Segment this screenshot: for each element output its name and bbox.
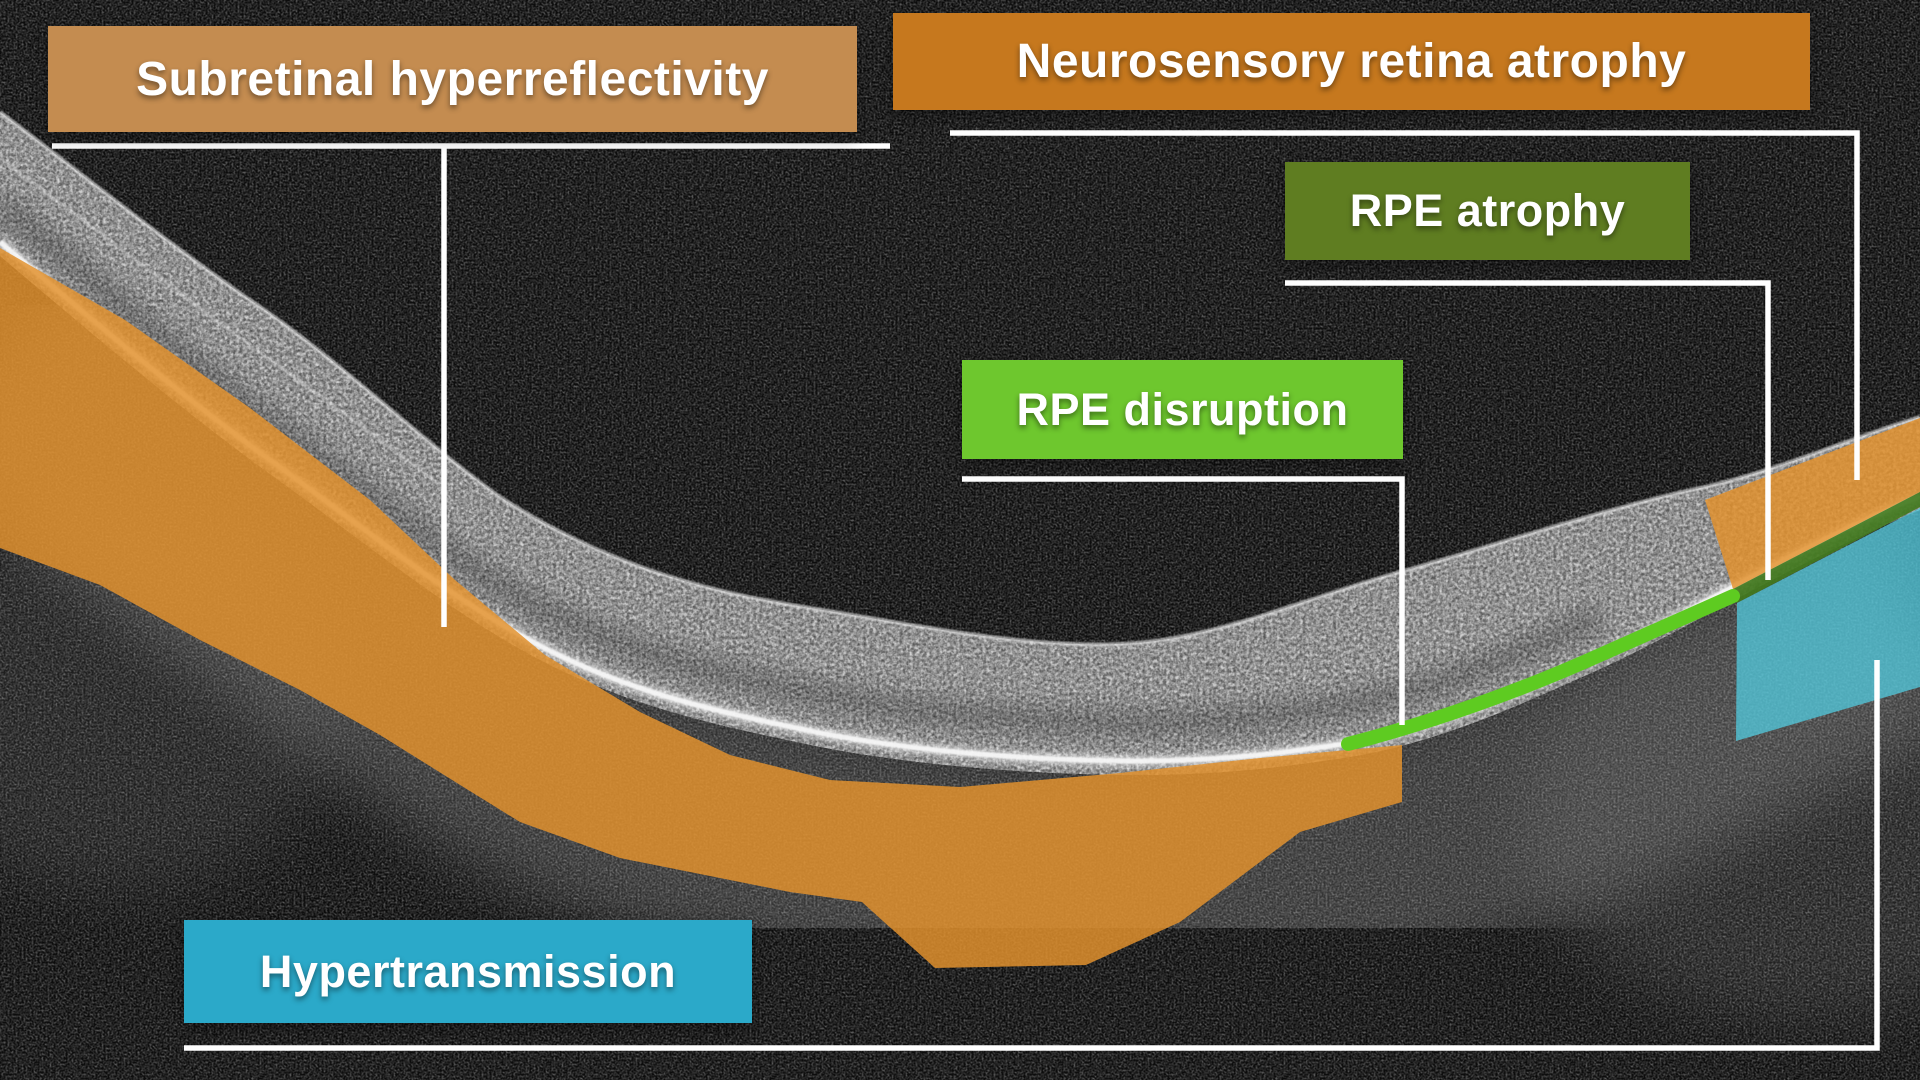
subretinal-hyperreflectivity-label: Subretinal hyperreflectivity [48, 26, 857, 132]
subretinal-hyperreflectivity-overlay [0, 248, 1402, 968]
hypertransmission-pointer-line [184, 660, 1880, 1051]
rpe-disruption-line-overlay [1341, 589, 1740, 751]
hypertransmission-label-text: Hypertransmission [259, 945, 677, 997]
rpe-atrophy-label: RPE atrophy [1285, 162, 1690, 260]
neurosensory-retina-atrophy-label-text: Neurosensory retina atrophy [1016, 35, 1687, 88]
hypertransmission-overlay [1736, 508, 1920, 741]
rpe-atrophy-label-text: RPE atrophy [1349, 185, 1626, 236]
annotation-lines [52, 130, 1880, 1051]
subretinal-hyperreflectivity-label-text: Subretinal hyperreflectivity [136, 52, 769, 106]
neurosensory-retina-atrophy-label: Neurosensory retina atrophy [893, 13, 1810, 110]
rpe-disruption-pointer-line [962, 476, 1405, 725]
neurosensory-atrophy-overlay [1705, 418, 1920, 589]
hypertransmission-label: Hypertransmission [184, 920, 752, 1023]
rpe-disruption-label: RPE disruption [962, 360, 1403, 459]
rpe-atrophy-strip-overlay [1733, 492, 1920, 603]
rpe-atrophy-pointer-line [1285, 280, 1771, 580]
neurosensory-pointer-line [950, 130, 1860, 480]
rpe-disruption-label-text: RPE disruption [1016, 383, 1349, 435]
